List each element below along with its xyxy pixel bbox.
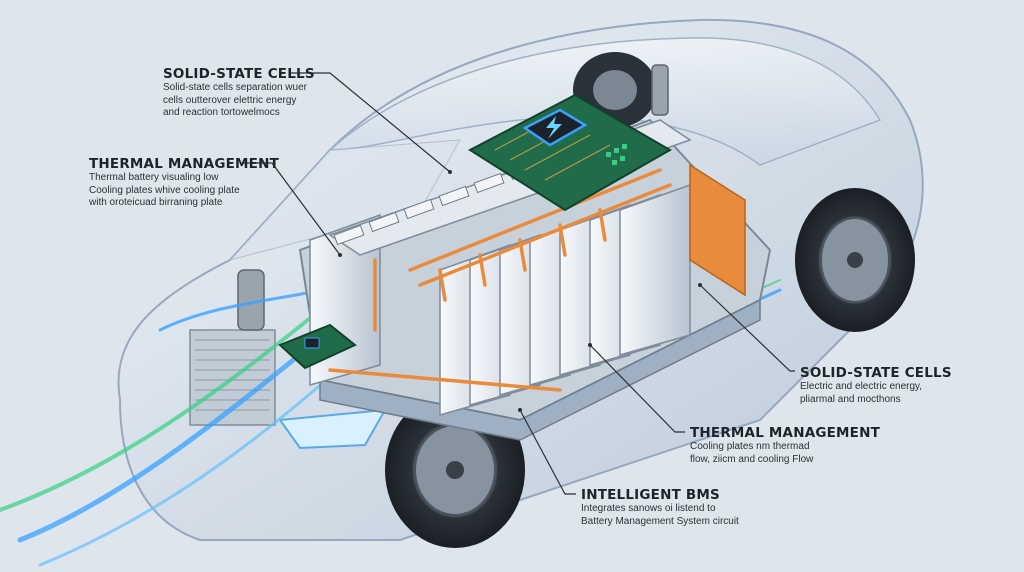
lightning-bolt-icon: [546, 116, 562, 139]
leader-dots: [338, 170, 702, 412]
callout-text: and reaction tortowelmocs: [163, 107, 280, 118]
callout-text: Solid-state cells separation wuer: [163, 82, 307, 93]
cooling-plate: [689, 163, 746, 297]
callout-intelligent-bms: INTELLIGENT BMS Integrates sanows oi lis…: [581, 487, 739, 528]
callout-thermal-management-right: THERMAL MANAGEMENT Cooling plates nm the…: [690, 425, 880, 466]
callout-thermal-management-left: THERMAL MANAGEMENT Thermal battery visua…: [89, 156, 279, 210]
callout-text: Electric and electric energy,: [800, 381, 923, 392]
callout-text: Integrates sanows oi listend to: [581, 503, 716, 514]
wheel-front-left: [385, 392, 525, 548]
wheels: [385, 52, 915, 548]
battery-cells: [309, 119, 746, 416]
callout-text: flow, ziicm and cooling Flow: [690, 453, 814, 465]
callout-title: SOLID-STATE CELLS: [800, 365, 952, 381]
wheel-rear-right: [795, 188, 915, 332]
callout-solid-state-cells-right: SOLID-STATE CELLS Electric and electric …: [800, 365, 952, 406]
callout-text: Thermal battery visualing low: [89, 172, 219, 183]
callout-title: THERMAL MANAGEMENT: [89, 156, 280, 172]
callout-text: pliarmal and mocthons: [800, 393, 901, 405]
headlight: [278, 408, 387, 450]
callout-solid-state-cells-top: SOLID-STATE CELLS Solid-state cells sepa…: [163, 66, 315, 120]
callout-text: cells outterover elettric energy: [163, 94, 297, 106]
callout-text: Cooling plates nm thermad: [690, 441, 810, 452]
callout-text: Battery Management System circuit: [581, 515, 739, 527]
bms-circuit-board: [278, 93, 673, 370]
leader-lines: [243, 72, 795, 495]
cooling-lines: [328, 168, 672, 392]
callout-title: SOLID-STATE CELLS: [163, 66, 315, 82]
cell-block: [619, 183, 691, 356]
status-leds: [606, 144, 627, 165]
callout-text: Cooling plates whive cooling plate: [89, 184, 240, 196]
callout-title: THERMAL MANAGEMENT: [690, 425, 881, 441]
callout-text: with oroteicuad birraning plate: [89, 197, 223, 208]
callout-title: INTELLIGENT BMS: [581, 487, 720, 503]
